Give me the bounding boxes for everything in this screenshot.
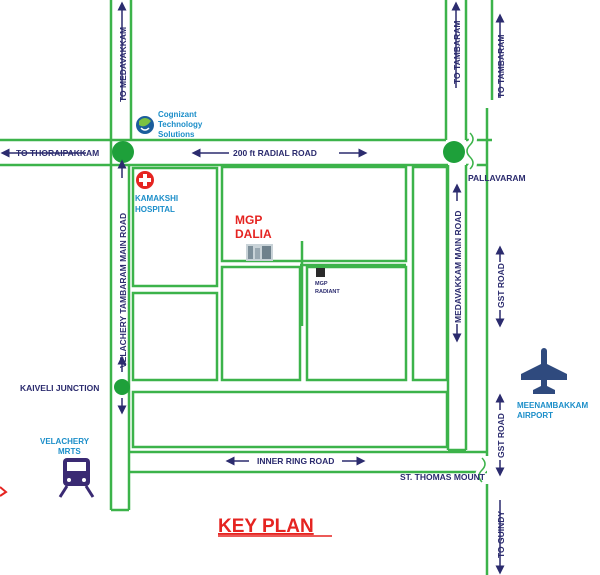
label-meenambakkam-line1: MEENAMBAKKAM [517, 401, 588, 410]
label-velachery-mrts-line1: VELACHERY [40, 437, 90, 446]
train-icon [58, 458, 95, 498]
label-mgp-radiant-line2: RADIANT [315, 289, 340, 295]
label-cognizant-line3: Solutions [158, 130, 195, 139]
break-mark-gst [478, 457, 486, 483]
label-cognizant-line1: Cognizant [158, 110, 197, 119]
label-velachery-tambaram-road: VELACHERY TAMBARAM MAIN ROAD [118, 213, 128, 368]
label-mgp-radiant-line1: MGP [315, 281, 328, 287]
label-kaiveli-junction: KAIVELI JUNCTION [20, 383, 99, 393]
label-gst-road-2: GST ROAD [496, 413, 506, 458]
label-mgp-dalia-line2: DALIA [235, 227, 272, 241]
block-west-middle [131, 291, 219, 382]
road-breaks [463, 130, 489, 485]
label-st-thomas-mount: ST. THOMAS MOUNT [400, 472, 486, 482]
label-inner-ring-road: INNER RING ROAD [257, 456, 334, 466]
direction-arrows [0, 1, 505, 575]
key-plan-title: KEY PLAN [218, 516, 314, 537]
label-kamakshi-line2: HOSPITAL [135, 205, 175, 214]
mgp-radiant-marker [316, 268, 325, 277]
junction-kaiveli [114, 379, 130, 395]
building-icon [246, 244, 273, 261]
road-network [0, 0, 494, 575]
label-to-tambaram-2: TO TAMBARAM [496, 35, 506, 98]
label-kamakshi-line1: KAMAKSHI [135, 194, 178, 203]
road-break-marks [466, 132, 486, 483]
label-to-tambaram-1: TO TAMBARAM [452, 21, 462, 84]
block-east-strip [411, 165, 449, 382]
hospital-icon [136, 171, 154, 189]
label-to-guindy: TO GUINDY [496, 511, 506, 558]
break-mark-radial [466, 132, 474, 170]
break-radial-east [463, 130, 477, 172]
junction-radial-medavakkam [443, 141, 465, 163]
edge-arrow-mark [0, 486, 8, 497]
airplane-icon [521, 348, 567, 394]
label-velachery-mrts-line2: MRTS [58, 447, 81, 456]
block-center [220, 265, 302, 382]
label-medavakkam-main-road: MEDAVAKKAM MAIN ROAD [453, 210, 463, 323]
block-kamakshi [131, 166, 219, 288]
label-radial-road: 200 ft RADIAL ROAD [233, 148, 317, 158]
label-to-medavakkam: TO MEDAVAKKAM [118, 27, 128, 102]
junction-radial-velachery [112, 141, 134, 163]
label-mgp-dalia-line1: MGP [235, 213, 262, 227]
cognizant-logo-icon [136, 116, 154, 134]
block-radiant [305, 265, 408, 382]
label-gst-road-1: GST ROAD [496, 263, 506, 308]
label-pallavaram: PALLAVARAM [468, 173, 526, 183]
label-cognizant-line2: Technology [158, 120, 203, 129]
label-to-thoraipakkam: TO THORAIPAKKAM [16, 148, 99, 158]
label-meenambakkam-line2: AIRPORT [517, 411, 553, 420]
block-dalia [220, 165, 408, 263]
block-south [131, 390, 449, 449]
